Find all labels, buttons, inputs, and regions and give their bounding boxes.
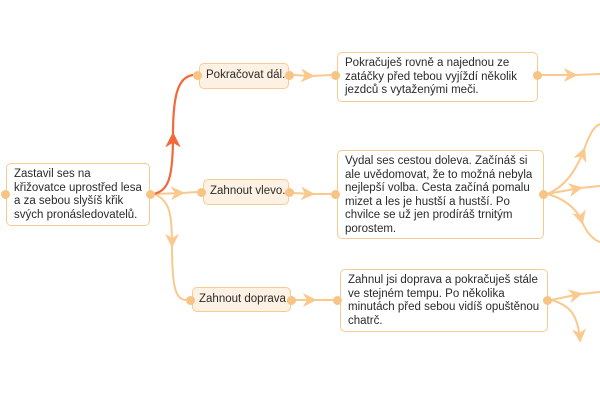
edge-out-2a: [546, 147, 587, 195]
choice-right-node[interactable]: Zahnout doprava.: [192, 287, 291, 312]
choice-left-input-port[interactable]: [197, 188, 206, 197]
edge-out-2b: [546, 183, 583, 197]
text-straight-output-port[interactable]: [533, 71, 542, 80]
edge-root-right: [153, 193, 179, 248]
text-right-output-port[interactable]: [543, 296, 552, 305]
choice-straight-output-port[interactable]: [285, 71, 294, 80]
root-input-port[interactable]: [1, 190, 10, 199]
text-left-node[interactable]: Vydal ses cestou doleva. Začínáš si ale …: [337, 150, 544, 239]
text-straight-node[interactable]: Pokračuješ rovně a najednou ze zatáčky p…: [337, 52, 538, 102]
text-right-input-port[interactable]: [333, 296, 342, 305]
text-right-node[interactable]: Zahnul jsi doprava a pokračuješ stále ve…: [340, 269, 548, 332]
text-left-input-port[interactable]: [331, 190, 340, 199]
edge-out-3b: [550, 299, 587, 343]
choice-right-input-port[interactable]: [186, 296, 195, 305]
choice-straight-node[interactable]: Pokračovat dál.: [199, 63, 289, 89]
edge-left-text: [292, 186, 315, 201]
choice-left-node[interactable]: Zahnout vlevo.: [203, 179, 289, 205]
edge-out-3a: [550, 289, 583, 304]
choice-straight-input-port[interactable]: [193, 71, 202, 80]
choice-left-output-port[interactable]: [285, 188, 294, 197]
text-straight-input-port[interactable]: [331, 71, 340, 80]
edge-root-straight-active: [153, 131, 181, 196]
edge-straight-text: [292, 68, 315, 83]
root-output-port[interactable]: [146, 190, 155, 199]
edge-out-2c: [546, 193, 586, 225]
text-left-output-port[interactable]: [539, 190, 548, 199]
choice-right-output-port[interactable]: [287, 296, 296, 305]
edge-root-left: [153, 186, 185, 201]
root-node[interactable]: Zastavil ses na křižovatce uprostřed les…: [6, 163, 150, 226]
